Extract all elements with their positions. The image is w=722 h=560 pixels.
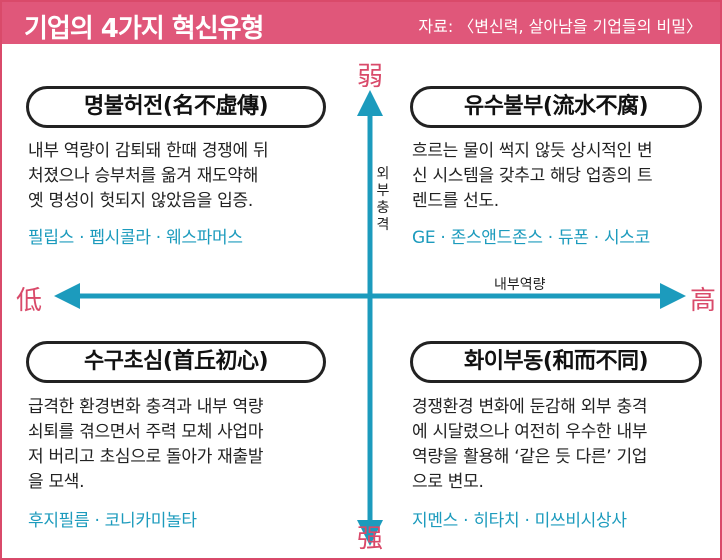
horizontal-axis-arrow-left bbox=[54, 283, 80, 309]
quadrant-title: 유수불부(流水不腐) bbox=[410, 86, 702, 128]
quadrant-title: 명불허전(名不虛傳) bbox=[26, 86, 326, 128]
axis-right-label: 高 bbox=[690, 286, 717, 316]
quadrant-description: 급격한 환경변화 충격과 내부 역량 쇠퇴를 겪으면서 주력 모체 사업마 저 … bbox=[28, 397, 264, 492]
axis-left-label: 低 bbox=[16, 286, 43, 316]
quadrant-examples: 지멘스 · 히타치 · 미쓰비시상사 bbox=[412, 511, 627, 531]
quadrant-examples: GE · 존스앤드존스 · 듀폰 · 시스코 bbox=[412, 228, 650, 248]
quadrant-description: 경쟁환경 변화에 둔감해 외부 충격 에 시달렸으나 여전히 우수한 내부 역량… bbox=[412, 397, 648, 492]
quadrant-description: 흐르는 물이 썩지 않듯 상시적인 변 신 시스템을 갖추고 해당 업종의 트 … bbox=[412, 141, 653, 211]
page-title: 기업의 4가지 혁신유형 bbox=[24, 14, 264, 44]
quadrant-description: 내부 역량이 감퇴돼 한때 경쟁에 뒤 처졌으나 승부처를 옮겨 재도약해 옛 … bbox=[28, 141, 269, 211]
quadrant-title: 화이부동(和而不同) bbox=[410, 341, 702, 383]
axis-top-label: 弱 bbox=[357, 62, 384, 92]
vertical-axis-arrow-down bbox=[357, 520, 383, 546]
header-bar: 기업의 4가지 혁신유형 자료: 〈변신력, 살아남을 기업들의 비밀〉 bbox=[2, 2, 720, 44]
vertical-axis-arrow-up bbox=[357, 90, 383, 116]
axes-svg bbox=[54, 90, 686, 546]
axis-bottom-label: 强 bbox=[357, 524, 384, 554]
quadrant-examples: 후지필름 · 코니카미놀타 bbox=[28, 511, 197, 531]
source-note: 자료: 〈변신력, 살아남을 기업들의 비밀〉 bbox=[418, 17, 702, 36]
horizontal-axis-name: 내부역량 bbox=[494, 277, 546, 293]
horizontal-axis-arrow-right bbox=[660, 283, 686, 309]
quadrant-title: 수구초심(首丘初心) bbox=[26, 341, 326, 383]
quadrant-examples: 필립스 · 펩시콜라 · 웨스파머스 bbox=[28, 228, 243, 248]
